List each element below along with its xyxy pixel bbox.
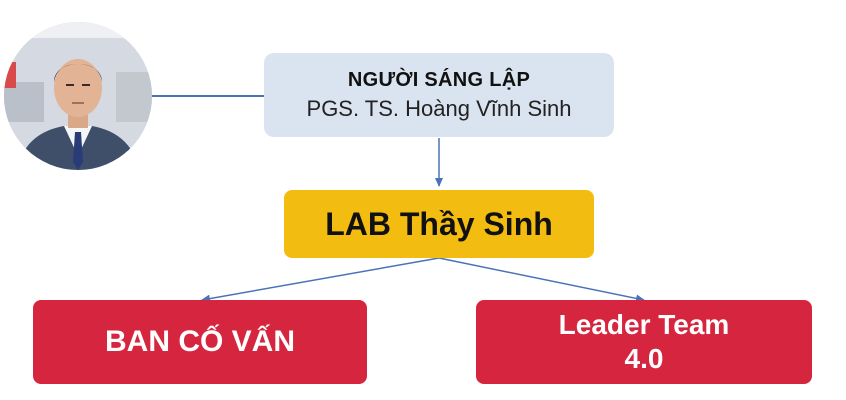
lab-to-leader-arrow	[438, 257, 645, 303]
leader-team-label-line1: Leader Team	[558, 309, 730, 341]
founder-box: NGƯỜI SÁNG LẬP PGS. TS. Hoàng Vĩnh Sinh	[264, 53, 614, 137]
advisory-board-box: BAN CỐ VẤN	[33, 300, 367, 384]
lab-label: LAB Thầy Sinh	[325, 205, 553, 242]
advisory-board-label: BAN CỐ VẤN	[104, 325, 295, 358]
lab-to-advisory-arrow	[201, 257, 440, 303]
founder-title: NGƯỜI SÁNG LẬP	[347, 68, 531, 91]
person-portrait-icon	[4, 22, 152, 170]
founder-photo	[4, 22, 152, 170]
leader-team-box: Leader Team 4.0	[476, 300, 812, 384]
leader-team-label-line2: 4.0	[624, 343, 664, 374]
lab-box: LAB Thầy Sinh	[284, 190, 594, 258]
founder-name: PGS. TS. Hoàng Vĩnh Sinh	[306, 95, 572, 121]
